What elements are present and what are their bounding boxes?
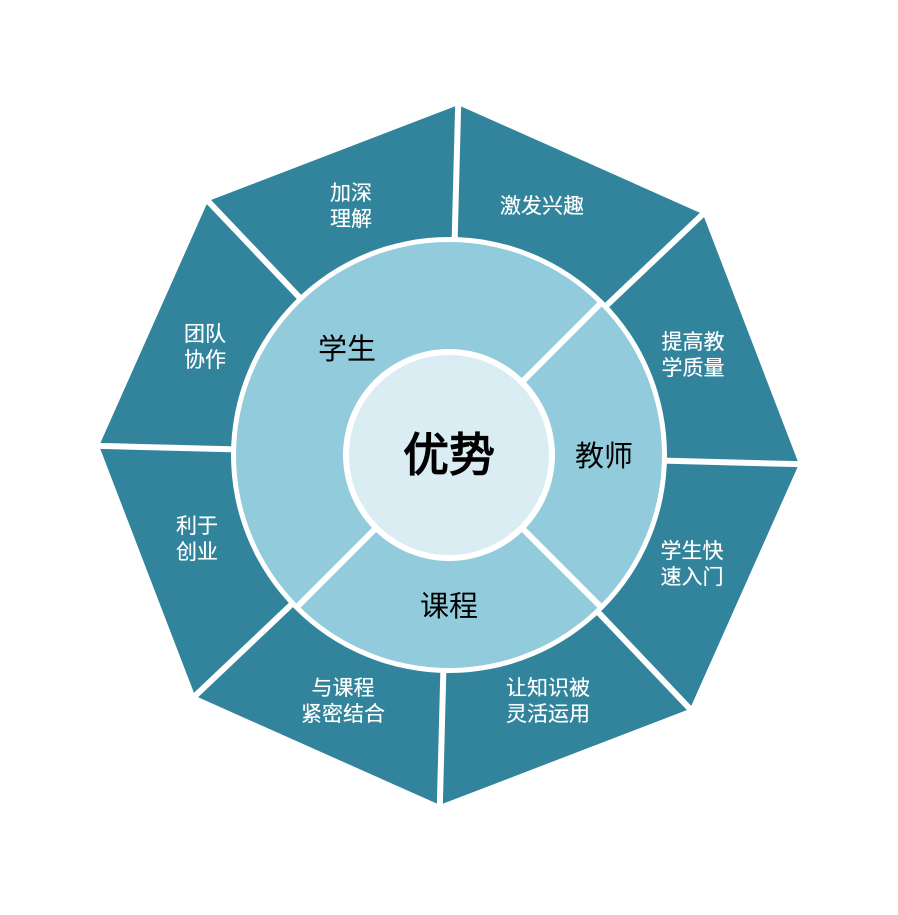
middle-label-teachers: 教师 <box>574 439 634 473</box>
outer-label-teamwork: 团队 协作 <box>184 322 226 372</box>
outer-label-quick-start: 学生快 速入门 <box>660 539 724 589</box>
outer-label-stimulate-interest: 激发兴趣 <box>500 194 584 218</box>
outer-label-curriculum-integration: 与课程 紧密结合 <box>301 676 385 726</box>
middle-label-students: 学生 <box>317 332 377 366</box>
middle-label-curriculum: 课程 <box>419 589 479 623</box>
center-label: 优势 <box>403 428 495 482</box>
center-circle <box>343 349 555 561</box>
outer-label-deepen-understanding: 加深 理解 <box>330 181 372 231</box>
outer-label-flexible-knowledge: 让知识被 灵活运用 <box>506 676 590 726</box>
outer-label-entrepreneurship: 利于 创业 <box>176 514 218 564</box>
outer-label-improve-teaching-quality: 提高教 学质量 <box>661 330 725 380</box>
